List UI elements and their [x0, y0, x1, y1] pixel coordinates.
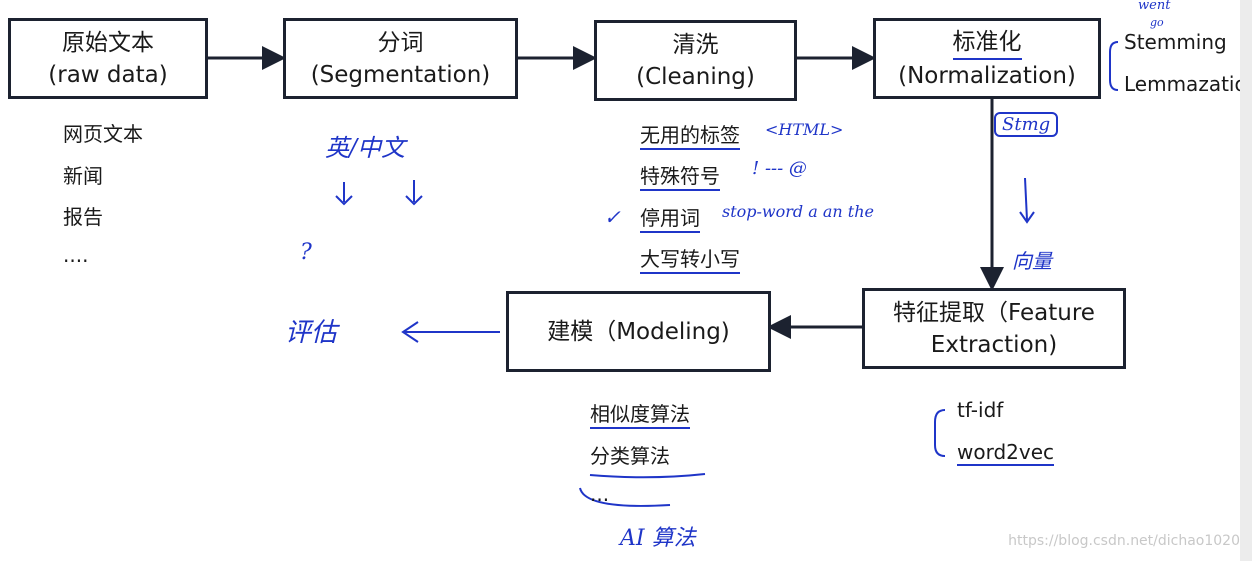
model-item: 分类算法 [590, 444, 670, 468]
annotation-stmg: Stmg [994, 112, 1059, 137]
raw-item: .... [63, 243, 89, 267]
annotation-question: ? [300, 240, 312, 265]
handwritten-brace-feature [934, 409, 946, 457]
model-item: 相似度算法 [590, 398, 690, 429]
clean-item: 大写转小写 [640, 243, 740, 274]
normalization-zh: 标准化 [952, 26, 1022, 60]
cleaning-en: (Cleaning) [636, 63, 755, 90]
feature-extraction-zh: 特征提取（Feature [893, 299, 1095, 326]
cleaning-box: 清洗 (Cleaning) [594, 20, 797, 101]
segmentation-box: 分词 (Segmentation) [283, 18, 518, 99]
handwritten-brace-norm [1109, 41, 1119, 91]
annotation-check: ✓ [604, 205, 621, 229]
annotation-stopword: stop-word a an the [722, 202, 874, 221]
handwritten-underlines [579, 473, 706, 507]
handwritten-arrow [335, 180, 423, 206]
modeling-box: 建模（Modeling) [506, 291, 771, 372]
norm-item-stemming: Stemming [1124, 30, 1227, 54]
clean-item: 无用的标签 [640, 119, 740, 150]
feature-extraction-en: Extraction) [930, 331, 1058, 358]
handwritten-arrow-down [1019, 177, 1035, 224]
cleaning-zh: 清洗 [672, 31, 719, 58]
annotation-went: went [1138, 0, 1171, 13]
raw-data-box: 原始文本 (raw data) [8, 18, 208, 99]
modeling-label: 建模（Modeling) [547, 318, 730, 345]
annotation-vector: 向量 [1012, 249, 1052, 273]
feature-item: word2vec [957, 440, 1055, 466]
clean-item: 停用词 [640, 202, 700, 233]
normalization-box: 标准化 (Normalization) [873, 18, 1101, 99]
annotation-symbols: ! --- @ [752, 158, 807, 179]
raw-item: 报告 [63, 205, 103, 229]
watermark: https://blog.csdn.net/dichao1020 [1008, 533, 1240, 549]
norm-item-lemmatization: Lemmazatio [1124, 72, 1247, 96]
annotation-go: go [1150, 16, 1164, 29]
raw-item: 网页文本 [63, 122, 143, 146]
segmentation-zh: 分词 [377, 29, 424, 56]
feature-item: tf-idf [957, 398, 1004, 422]
annotation-language: 英/中文 [325, 134, 406, 162]
feature-extraction-box: 特征提取（Feature Extraction) [862, 288, 1126, 369]
annotation-eval: 评估 [285, 318, 338, 348]
raw-item: 新闻 [63, 164, 103, 188]
right-edge-strip [1240, 0, 1252, 561]
normalization-en: (Normalization) [898, 62, 1076, 89]
clean-item: 特殊符号 [640, 160, 720, 191]
raw-data-zh: 原始文本 [62, 29, 154, 56]
annotation-ai: AI 算法 [620, 526, 696, 551]
model-item: ... [590, 482, 610, 506]
annotation-html: <HTML> [765, 120, 844, 139]
raw-data-en: (raw data) [48, 61, 168, 88]
handwritten-arrow-to-eval [401, 321, 500, 343]
segmentation-en: (Segmentation) [310, 61, 491, 88]
